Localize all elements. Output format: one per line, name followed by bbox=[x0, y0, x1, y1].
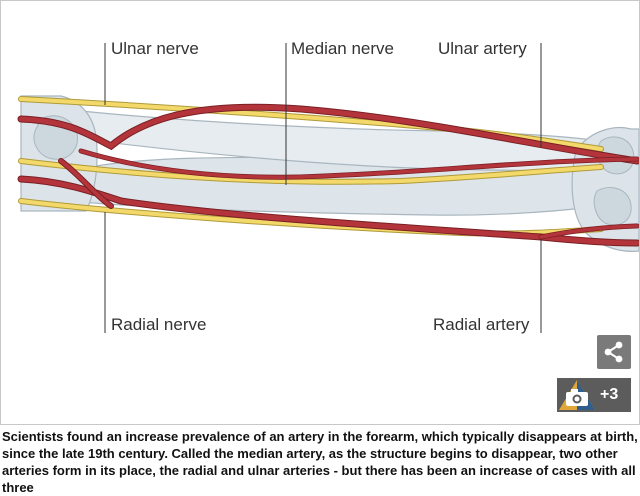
wrist-bone-detail-2 bbox=[593, 187, 632, 226]
radial-nerve-label: Radial nerve bbox=[111, 315, 207, 334]
ulnar-artery-label: Ulnar artery bbox=[438, 39, 527, 58]
radial-artery-label: Radial artery bbox=[433, 315, 530, 334]
forearm-bones bbox=[20, 95, 639, 252]
image-caption: Scientists found an increase prevalence … bbox=[2, 429, 638, 495]
gallery-button[interactable]: +3 bbox=[557, 378, 631, 412]
nerves bbox=[18, 96, 604, 237]
forearm-illustration bbox=[17, 43, 639, 333]
median-nerve-label: Median nerve bbox=[291, 39, 395, 58]
label-leader-lines bbox=[104, 43, 542, 333]
gallery-count: +3 bbox=[600, 386, 619, 403]
forearm-diagram: Ulnar nerve Median nerve Ulnar artery Ra… bbox=[0, 0, 640, 425]
camera-icon bbox=[559, 380, 595, 410]
share-icon bbox=[604, 341, 623, 363]
share-button[interactable] bbox=[597, 335, 631, 369]
ulnar-nerve-label: Ulnar nerve bbox=[111, 39, 199, 58]
arteries bbox=[17, 103, 639, 247]
